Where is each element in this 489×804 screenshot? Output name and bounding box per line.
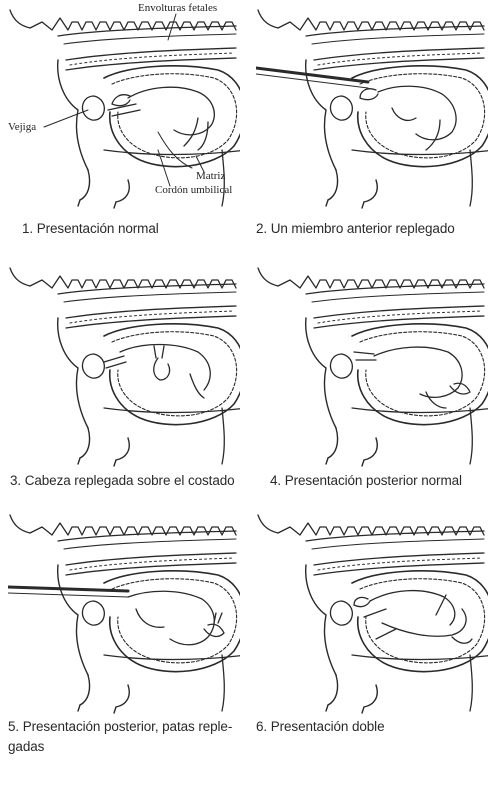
label-leader-lines (0, 0, 489, 220)
diagram-panel-4 (256, 258, 488, 470)
spine-base-inner (312, 292, 484, 302)
udder-left (328, 675, 338, 705)
obstetric-rod (8, 587, 128, 591)
obstetric-rod-inner (8, 593, 128, 597)
fetus-b-head (452, 637, 472, 643)
fetus-a-head (354, 597, 370, 606)
caption-4: 4. Presentación posterior normal (270, 471, 462, 491)
fetus-a-body (370, 591, 455, 625)
caption-6: 6. Presentación doble (256, 717, 385, 737)
leader-cordon (158, 150, 170, 186)
udder-right (116, 438, 129, 460)
teats (78, 458, 116, 466)
leg-line (470, 655, 472, 711)
tail (258, 515, 278, 533)
tail (10, 515, 30, 533)
fetus-body (374, 347, 462, 397)
spine-outline (30, 276, 236, 288)
fetus-body (120, 345, 210, 391)
cow-uterus-drawing-4 (256, 258, 488, 470)
cow-uterus-drawing-3 (8, 258, 240, 470)
caption-5: 5. Presentación posterior, patas reple- (8, 717, 232, 737)
fetal-membranes (360, 332, 485, 416)
fetus-hindlegs (190, 374, 204, 398)
diagram-panel-6 (256, 505, 488, 717)
udder-left (328, 428, 338, 458)
leader-envolturas (168, 14, 176, 40)
spine-outline (278, 276, 484, 288)
bladder (82, 601, 104, 625)
cow-uterus-drawing-6 (256, 505, 488, 717)
hind-outline (306, 318, 336, 428)
fetus-ears (154, 346, 164, 358)
bladder (330, 601, 352, 625)
bladder (82, 354, 104, 378)
tail (10, 268, 30, 286)
fetus-hindlegs-out (354, 352, 376, 360)
spine-base-inner (64, 539, 236, 549)
leader-vejiga (44, 110, 88, 127)
udder-right (364, 685, 377, 707)
caption-2: 2. Un miembro anterior replegado (256, 219, 455, 239)
teats (326, 705, 364, 713)
fetus-head-turned (154, 358, 170, 380)
caption-5b: gadas (8, 737, 44, 757)
hind-outline (58, 565, 88, 675)
udder-left (80, 675, 90, 705)
udder-right (116, 685, 129, 707)
tail (258, 268, 278, 286)
udder-right (364, 438, 377, 460)
bladder (330, 354, 352, 378)
fetal-membranes (112, 332, 237, 416)
leg-line (222, 408, 224, 464)
spine-base-inner (312, 539, 484, 549)
spine-outline (278, 523, 484, 535)
fetus-forelegs (104, 356, 126, 368)
cow-uterus-drawing-5 (8, 505, 240, 717)
fetus-ears (214, 613, 222, 623)
hind-outline (58, 318, 88, 428)
fetus-forelegs (426, 392, 446, 408)
spine-outline (30, 523, 236, 535)
leg-line (222, 655, 224, 711)
fetus-b-body (382, 609, 466, 636)
diagram-panel-3 (8, 258, 240, 470)
spine-base-inner (64, 292, 236, 302)
fetus-legs (364, 595, 446, 639)
teats (78, 705, 116, 713)
leg-line (470, 408, 472, 464)
teats (326, 458, 364, 466)
caption-1: 1. Presentación normal (22, 219, 159, 239)
fetus-folded-legs (136, 609, 164, 627)
leader-matriz (196, 156, 204, 172)
udder-left (80, 428, 90, 458)
diagram-panel-5 (8, 505, 240, 717)
caption-3: 3. Cabeza replegada sobre el costado (10, 471, 235, 491)
hind-outline (306, 565, 336, 675)
